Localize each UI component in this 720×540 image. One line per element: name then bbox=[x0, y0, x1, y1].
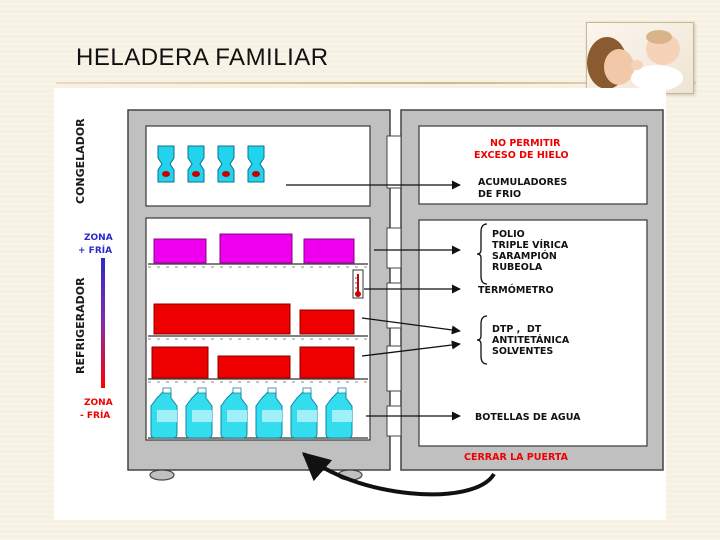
ice-pack bbox=[187, 145, 205, 183]
warning-label-1: NO PERMITIR bbox=[490, 138, 561, 149]
fridge-foot-left bbox=[149, 469, 175, 481]
ice-pack bbox=[157, 145, 175, 183]
pointer-arrows bbox=[286, 180, 461, 421]
refrigerator-diagram: CONGELADOR REFRIGERADOR ZONA + FRÍA ZONA… bbox=[54, 88, 666, 520]
vaccine-box-dtp-large bbox=[153, 303, 291, 335]
vaccine-label-antitetanica: ANTITETÁNICA bbox=[492, 334, 570, 346]
vaccine-box-polio bbox=[153, 238, 207, 264]
close-door-arrow bbox=[301, 452, 496, 497]
slide-title: HELADERA FAMILIAR bbox=[76, 44, 329, 71]
ice-pack bbox=[247, 145, 265, 183]
vaccine-box-solventes-1 bbox=[217, 355, 291, 379]
shelf-rails bbox=[148, 266, 368, 383]
vaccine-label-measles: SARAMPIÓN bbox=[492, 250, 557, 262]
title-divider bbox=[56, 82, 696, 84]
ice-packs-label-2: DE FRIO bbox=[478, 189, 521, 200]
freezer-zone-label: CONGELADOR bbox=[74, 118, 87, 204]
vaccine-label-rubella: RUBEOLA bbox=[492, 262, 543, 273]
temperature-gradient-bar bbox=[101, 258, 105, 388]
water-bottle bbox=[220, 387, 248, 439]
vaccine-box-antitetanica bbox=[151, 346, 209, 379]
water-bottles bbox=[150, 387, 353, 439]
ice-packs-label-1: ACUMULADORES bbox=[478, 177, 567, 188]
warm-zone-label-1: ZONA bbox=[84, 233, 113, 243]
vaccine-box-triple-viral bbox=[219, 233, 293, 264]
cold-zone-label-2: - FRÍA bbox=[80, 409, 110, 421]
water-bottle bbox=[255, 387, 283, 439]
door-freezer-panel bbox=[418, 125, 648, 205]
vaccine-label-solventes: SOLVENTES bbox=[492, 346, 553, 357]
ice-pack bbox=[217, 145, 235, 183]
brace-vaccines-a bbox=[476, 223, 488, 285]
vaccine-box-measles bbox=[303, 238, 355, 264]
water-bottles-label: BOTELLAS DE AGUA bbox=[475, 412, 581, 423]
water-bottle bbox=[185, 387, 213, 439]
water-bottle bbox=[325, 387, 353, 439]
fridge-zone-label: REFRIGERADOR bbox=[74, 277, 87, 374]
water-bottle bbox=[150, 387, 178, 439]
vaccine-label-triple-viral: TRIPLE VÍRICA bbox=[492, 239, 569, 251]
arrow-vaccines-b-2 bbox=[361, 340, 461, 357]
vaccine-label-dtp: DTP , DT bbox=[492, 324, 542, 335]
refrigerator-svg: CONGELADOR REFRIGERADOR ZONA + FRÍA ZONA… bbox=[74, 109, 664, 497]
brace-vaccines-b bbox=[476, 315, 488, 365]
vaccine-box-solventes-2 bbox=[299, 346, 355, 379]
thermometer bbox=[352, 269, 364, 299]
cold-zone-label-1: ZONA bbox=[84, 398, 113, 408]
water-bottle bbox=[290, 387, 318, 439]
mother-baby-photo bbox=[586, 22, 694, 94]
door-pocket-1 bbox=[386, 135, 402, 189]
warning-label-2: EXCESO DE HIELO bbox=[474, 150, 569, 161]
arrow-vaccines-b-1 bbox=[361, 317, 461, 335]
warm-zone-label-2: + FRÍA bbox=[78, 244, 112, 256]
door-pocket-5 bbox=[386, 405, 402, 437]
ice-packs bbox=[157, 145, 265, 183]
mother-baby-illustration bbox=[587, 23, 693, 93]
close-door-label: CERRAR LA PUERTA bbox=[464, 452, 569, 463]
door-pocket-2 bbox=[386, 227, 402, 269]
thermometer-label: TERMÓMETRO bbox=[478, 284, 554, 296]
door-pocket-3 bbox=[386, 282, 402, 329]
door-pocket-4 bbox=[386, 345, 402, 392]
vaccine-box-dt bbox=[299, 309, 355, 335]
vaccine-label-polio: POLIO bbox=[492, 229, 525, 240]
